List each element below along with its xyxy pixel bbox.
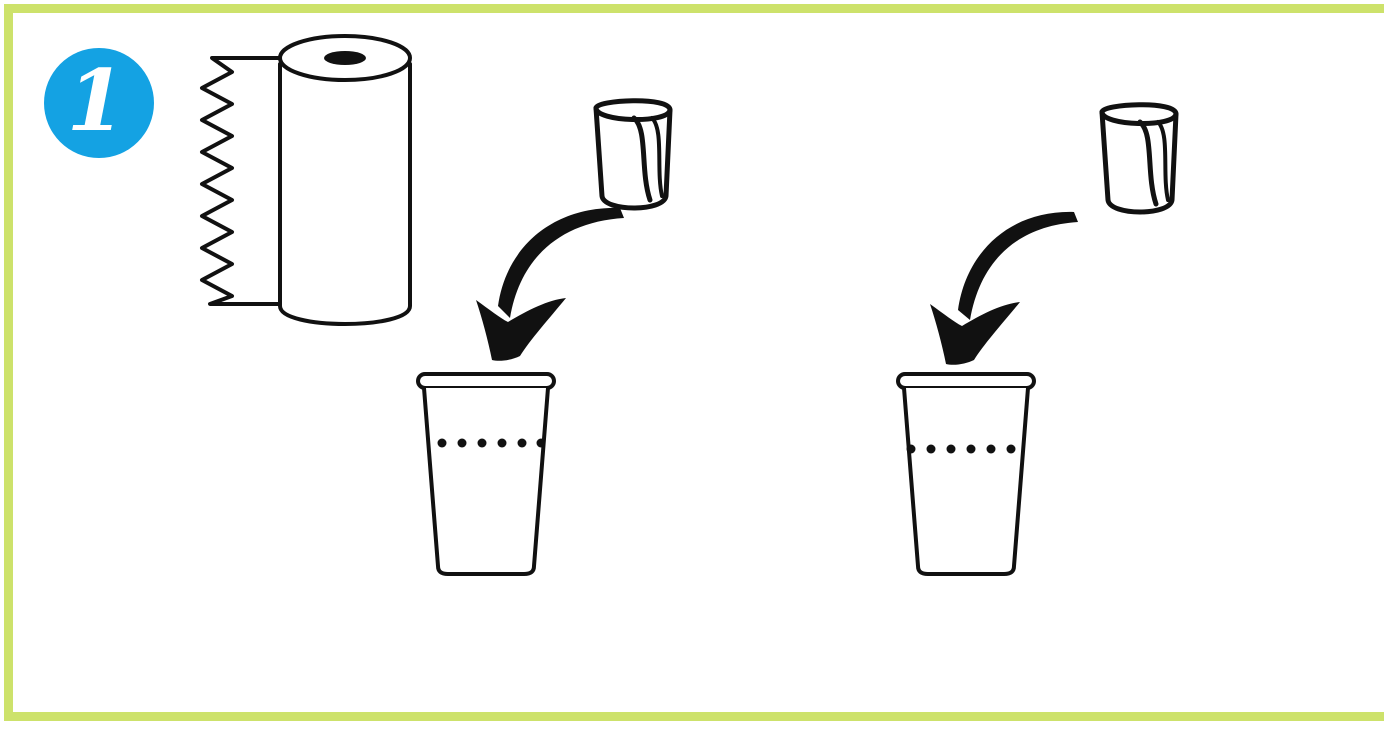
paper-towel-roll-icon	[202, 36, 410, 324]
curved-arrow-icon	[930, 212, 1078, 365]
rolled-paper-towel-icon	[1102, 105, 1176, 212]
plastic-cup-icon	[418, 374, 554, 574]
plastic-cup-icon	[898, 374, 1034, 574]
rolled-paper-towel-icon	[596, 101, 670, 208]
curved-arrow-icon	[476, 208, 624, 361]
